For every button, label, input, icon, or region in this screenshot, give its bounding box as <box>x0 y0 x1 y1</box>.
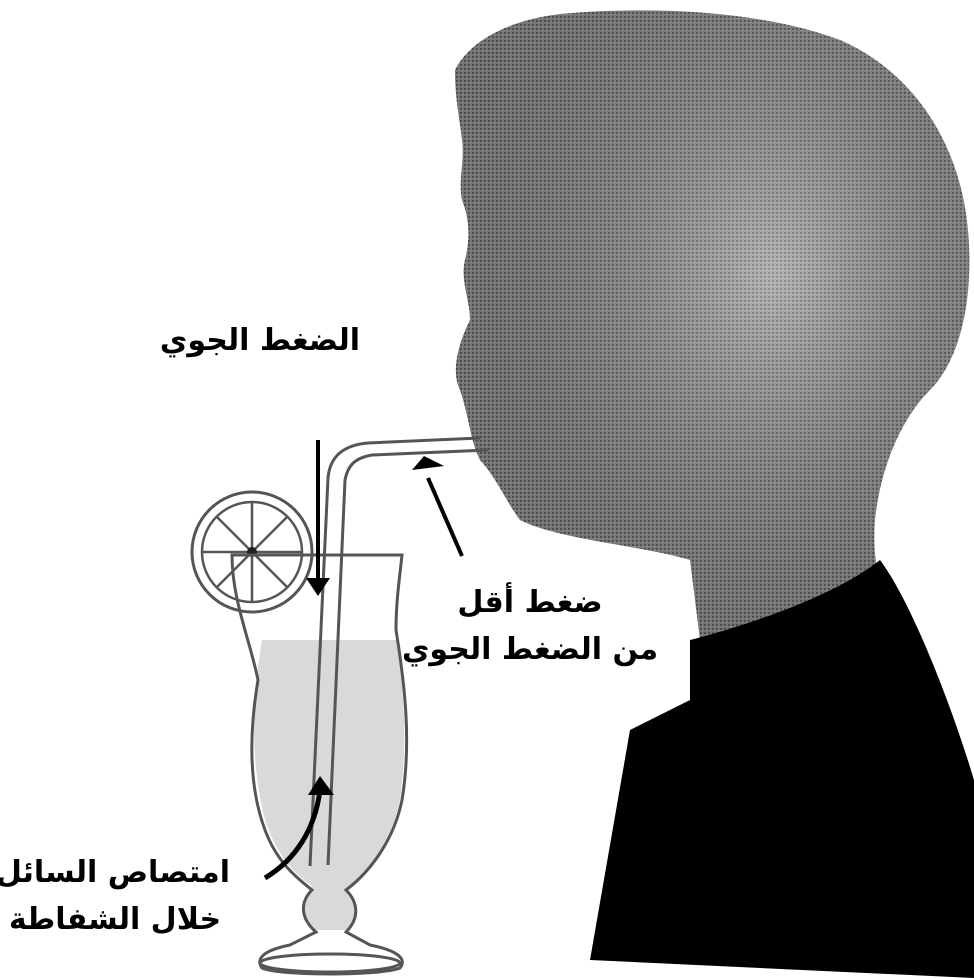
drinking-glass <box>232 555 407 974</box>
lower-pressure-label: ضغط أقل من الضغط الجوي <box>400 580 660 673</box>
lower-pressure-arrow <box>412 456 462 556</box>
lower-pressure-line1: ضغط أقل <box>400 580 660 627</box>
liquid-suction-line1: امتصاص السائل <box>0 850 230 897</box>
atmospheric-pressure-label: الضغط الجوي <box>160 318 360 365</box>
liquid-suction-label: امتصاص السائل خلال الشفاطة <box>0 850 230 943</box>
lemon-slice-icon <box>192 492 312 612</box>
head-shading <box>455 10 969 640</box>
liquid <box>254 640 404 930</box>
atmospheric-pressure-text: الضغط الجوي <box>160 318 360 365</box>
liquid-suction-line2: خلال الشفاطة <box>0 897 230 944</box>
lower-pressure-line2: من الضغط الجوي <box>400 627 660 674</box>
